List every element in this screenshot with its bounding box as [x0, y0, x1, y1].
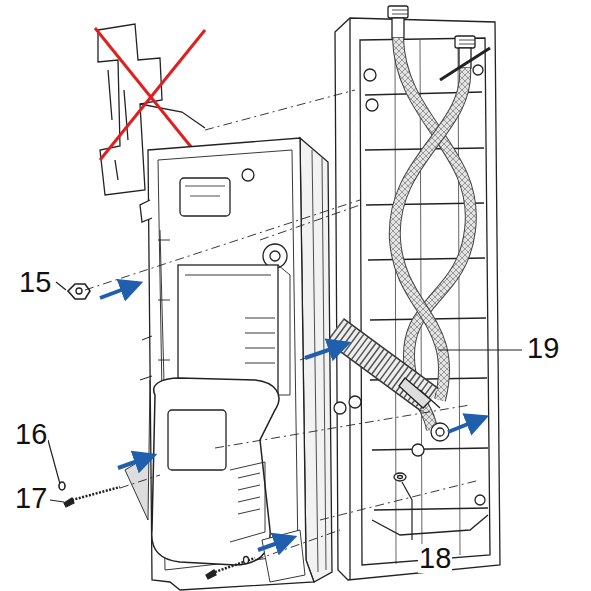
callout-number: 17: [14, 484, 48, 513]
nut: [68, 284, 90, 299]
alignment-line: [85, 90, 480, 560]
callout-number: 15: [18, 268, 52, 297]
control-panel: [152, 378, 279, 565]
callout-number: 16: [14, 420, 48, 449]
heater-unit: [125, 138, 332, 590]
leader-line: [48, 282, 522, 540]
screw: [72, 487, 120, 500]
callout-number: 18: [418, 544, 452, 573]
cross-out: [95, 28, 205, 160]
blue-arrow: [100, 286, 478, 550]
callout-number: 19: [526, 334, 560, 363]
washer: [394, 473, 406, 481]
